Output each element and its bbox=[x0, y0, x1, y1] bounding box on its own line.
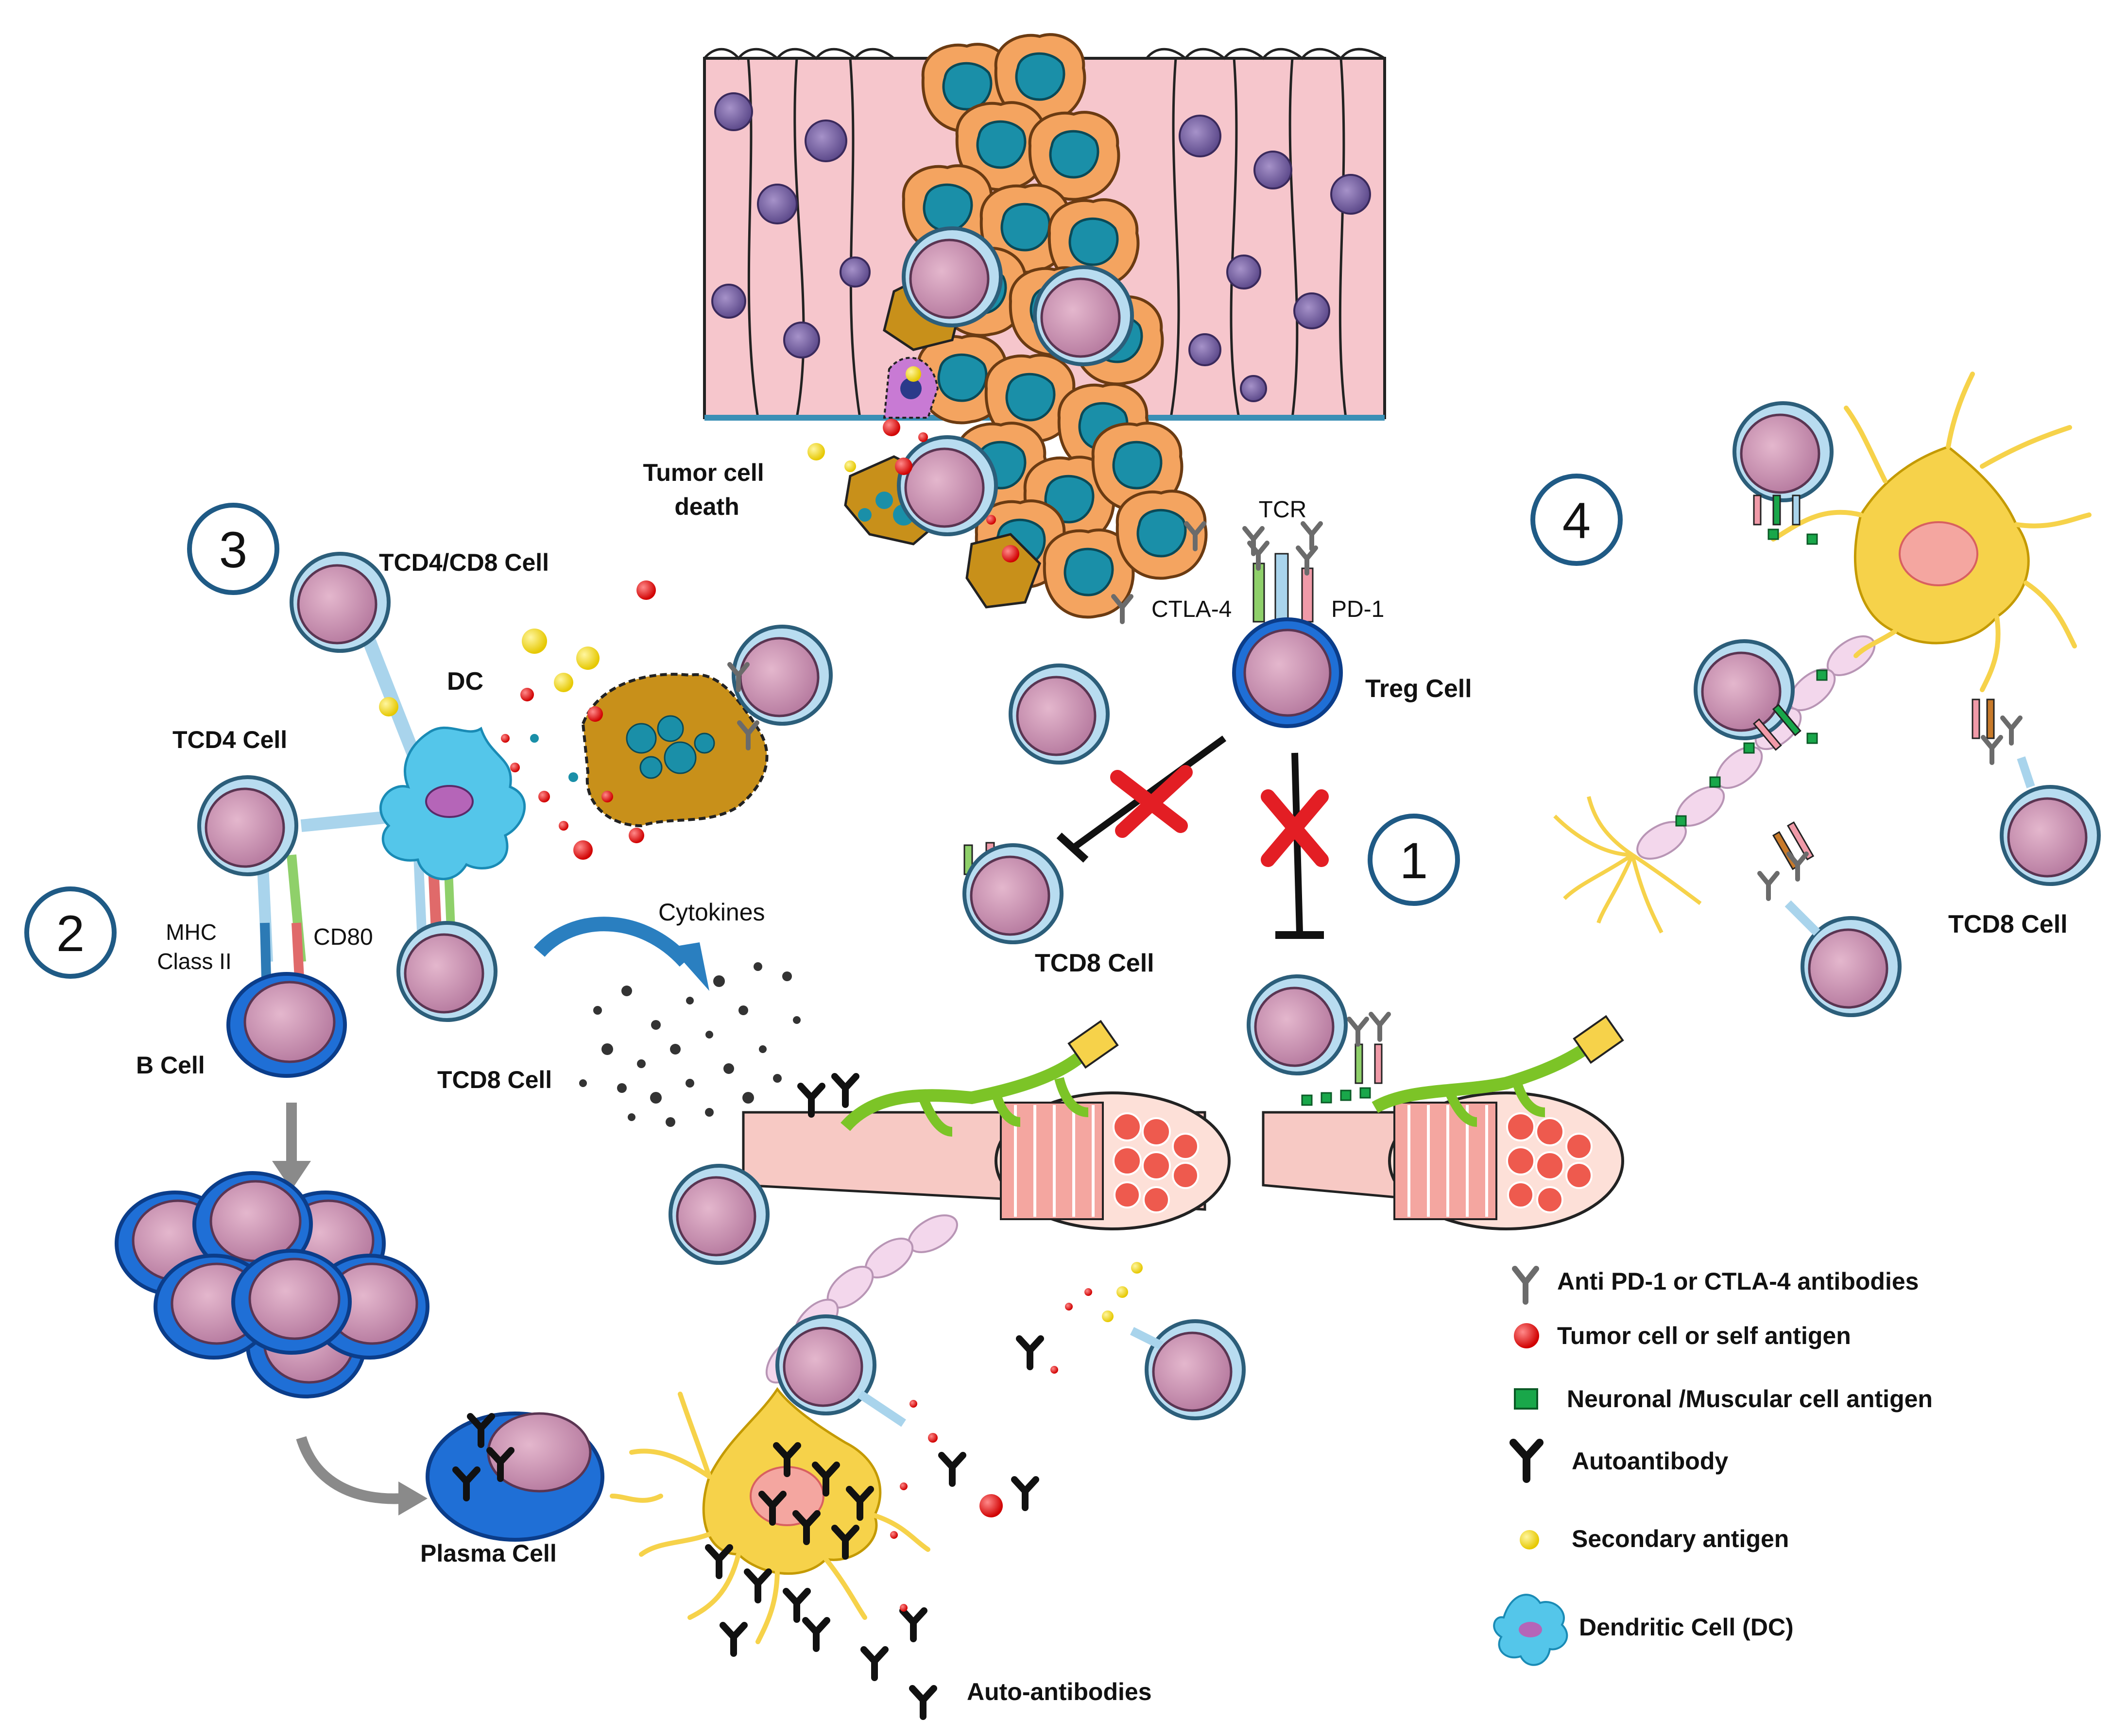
autoantibody-icon bbox=[1510, 1439, 1544, 1483]
muscle-fiber-right bbox=[1262, 1014, 1624, 1230]
antibody-icon bbox=[1512, 1266, 1539, 1305]
dc-label: DC bbox=[447, 667, 483, 696]
tcd8-cell-center-label: TCD8 Cell bbox=[1035, 949, 1154, 977]
legend-item-tumor-antigen: Tumor cell or self antigen bbox=[1557, 1322, 1851, 1349]
legend-item-dendritic-cell: Dendritic Cell (DC) bbox=[1579, 1614, 1794, 1641]
yellow-antigen-icon bbox=[1520, 1530, 1539, 1549]
tcd8-cell-muscle-right bbox=[1249, 976, 1346, 1073]
tumor-antigens bbox=[807, 419, 1019, 562]
legend-item-neuronal-antigen: Neuronal /Muscular cell antigen bbox=[1567, 1385, 1933, 1413]
legend-item-antibodies: Anti PD-1 or CTLA-4 antibodies bbox=[1557, 1268, 1919, 1295]
tcd4-cd8-cell bbox=[292, 554, 389, 651]
tcd4-cd8-cell-label: TCD4/CD8 Cell bbox=[379, 549, 549, 576]
dendritic-cell-icon bbox=[1493, 1594, 1568, 1666]
ctla4-label: CTLA-4 bbox=[1151, 596, 1232, 622]
tcd4-cell-label: TCD4 Cell bbox=[172, 726, 287, 753]
svg-text:3: 3 bbox=[219, 522, 247, 579]
t-cell-lower-right-synapse bbox=[1130, 1327, 1164, 1350]
green-square-icon bbox=[1514, 1388, 1538, 1410]
tcd8-cell-right-label: TCD8 Cell bbox=[1948, 910, 2068, 938]
tumor-cell-death-label: Tumor cell death bbox=[643, 459, 771, 520]
tumor-cell-antigen-source bbox=[581, 627, 831, 828]
dying-tumor-cells bbox=[844, 228, 1132, 609]
treg-cell-label: Treg Cell bbox=[1365, 675, 1472, 703]
cytokines bbox=[579, 962, 801, 1127]
b-cell-label: B Cell bbox=[136, 1052, 205, 1079]
tcd8-cell-center bbox=[964, 842, 1062, 942]
plasma-cell-label: Plasma Cell bbox=[420, 1540, 557, 1567]
pd1-label: PD-1 bbox=[1331, 596, 1384, 622]
legend-item-autoantibody: Autoantibody bbox=[1572, 1447, 1728, 1475]
tcr-label: TCR bbox=[1259, 497, 1307, 523]
legend-item-secondary-antigen: Secondary antigen bbox=[1572, 1525, 1789, 1552]
tcd4-cell bbox=[199, 777, 296, 874]
step-1: 1 bbox=[1368, 814, 1460, 906]
auto-antibodies-label: Auto-antibodies bbox=[967, 1678, 1152, 1705]
red-antigen-icon bbox=[1514, 1323, 1539, 1348]
dendritic-cell bbox=[379, 727, 526, 880]
step-4: 4 bbox=[1530, 474, 1623, 566]
cytokine-arrow bbox=[533, 917, 709, 991]
mhc-class-ii-label: MHC Class II bbox=[157, 919, 231, 974]
tcd8-cell-left-label: TCD8 Cell bbox=[437, 1066, 552, 1093]
b-cell-cluster bbox=[117, 1173, 428, 1396]
block-x-2 bbox=[1261, 789, 1329, 867]
differentiation-arrow bbox=[296, 1436, 428, 1515]
small-t-cell bbox=[1011, 665, 1108, 763]
axon-terminal-branches bbox=[1553, 796, 1702, 934]
plasma-cell bbox=[426, 1412, 604, 1542]
svg-text:4: 4 bbox=[1562, 493, 1591, 549]
blocked-inhibition-arrows bbox=[1056, 735, 1329, 939]
treg-cell bbox=[1232, 524, 1343, 728]
svg-text:2: 2 bbox=[56, 905, 85, 962]
tcd8-cell-right-group bbox=[1696, 403, 2099, 1015]
step-2: 2 bbox=[24, 886, 117, 979]
tcd8-cell-left bbox=[398, 923, 496, 1020]
muscle-fiber-left bbox=[742, 1020, 1231, 1230]
cytokines-label: Cytokines bbox=[658, 899, 765, 926]
svg-text:1: 1 bbox=[1400, 833, 1428, 889]
secondary-antigen-on-synapse bbox=[379, 697, 398, 716]
b-cell bbox=[228, 974, 345, 1076]
block-x-1 bbox=[1110, 765, 1193, 838]
t-cell-muscle bbox=[670, 1166, 768, 1263]
t-cell-lower-right bbox=[1147, 1321, 1244, 1418]
antigen-dots-center bbox=[890, 1262, 1143, 1612]
cd80-label: CD80 bbox=[313, 924, 373, 950]
t-cell-neuron-synapse bbox=[858, 1390, 906, 1427]
neuron-right bbox=[1771, 372, 2092, 692]
legend: Anti PD-1 or CTLA-4 antibodies Tumor cel… bbox=[1493, 1266, 1933, 1666]
released-antigens bbox=[501, 580, 656, 860]
proliferation-arrow bbox=[272, 1103, 311, 1190]
step-3: 3 bbox=[187, 503, 279, 595]
